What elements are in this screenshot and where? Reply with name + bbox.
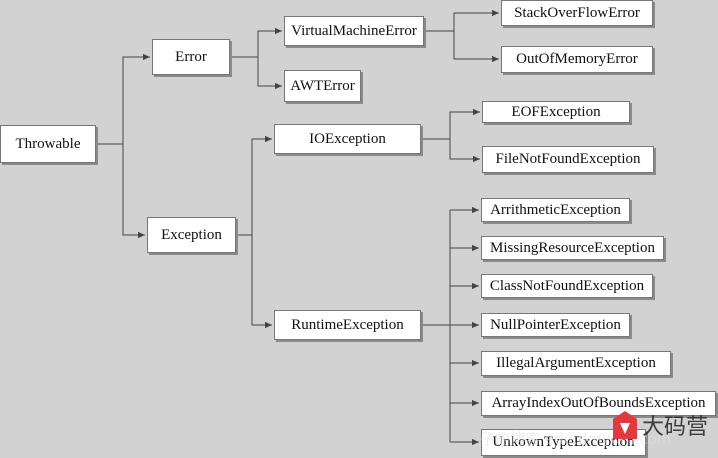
edge-vme-oom bbox=[453, 31, 499, 63]
node-label: NullPointerException bbox=[490, 316, 621, 333]
node-label: EOFException bbox=[511, 103, 601, 120]
node-file-not-found-exception: FileNotFoundException bbox=[482, 146, 654, 173]
node-null-pointer-exception: NullPointerException bbox=[481, 313, 630, 337]
node-exception: Exception bbox=[147, 217, 236, 253]
node-error: Error bbox=[152, 39, 230, 75]
node-illegal-argument-exception: IllegalArgumentException bbox=[481, 351, 671, 376]
node-label: UnkownTypeException bbox=[492, 434, 635, 450]
edge-throwable-error bbox=[96, 53, 150, 145]
node-awt-error: AWTError bbox=[284, 70, 361, 102]
node-array-index-out-of-bounds-exception: ArrayIndexOutOfBoundsException bbox=[481, 391, 716, 416]
node-eof-exception: EOFException bbox=[482, 101, 630, 123]
edge-vme-so bbox=[424, 9, 499, 32]
edge-exception-io bbox=[236, 135, 272, 236]
node-io-exception: IOException bbox=[274, 124, 421, 154]
node-missing-resource-exception: MissingResourceException bbox=[481, 236, 664, 260]
node-unknown-type-exception: UnkownTypeException bbox=[481, 429, 646, 456]
edge-error-vme bbox=[230, 27, 282, 58]
node-label: FileNotFoundException bbox=[495, 151, 641, 167]
node-label: IllegalArgumentException bbox=[496, 355, 656, 371]
node-label: MissingResourceException bbox=[490, 239, 655, 256]
edge-throwable-exception bbox=[122, 144, 145, 239]
node-throwable: Throwable bbox=[0, 125, 96, 163]
node-arithmetic-exception: ArrithmeticException bbox=[481, 198, 630, 222]
edge-io-eof bbox=[421, 108, 480, 140]
node-virtual-machine-error: VirtualMachineError bbox=[284, 16, 424, 46]
node-class-not-found-exception: ClassNotFoundException bbox=[481, 274, 653, 298]
node-runtime-exception: RuntimeException bbox=[274, 310, 421, 340]
node-label: ClassNotFoundException bbox=[489, 277, 645, 294]
node-out-of-memory-error: OutOfMemoryError bbox=[501, 46, 653, 73]
node-label: VirtualMachineError bbox=[291, 22, 417, 39]
edge-exception-rt bbox=[251, 235, 272, 329]
node-label: Error bbox=[175, 48, 207, 65]
node-label: AWTError bbox=[290, 77, 355, 94]
node-label: OutOfMemoryError bbox=[516, 51, 638, 67]
node-label: IOException bbox=[309, 130, 386, 147]
node-label: ArrithmeticException bbox=[490, 201, 621, 218]
node-label: Throwable bbox=[15, 135, 81, 152]
node-label: ArrayIndexOutOfBoundsException bbox=[491, 395, 706, 411]
node-label: RuntimeException bbox=[291, 316, 404, 333]
edge-rt-trunk bbox=[421, 210, 451, 442]
edge-io-fnf bbox=[449, 139, 480, 163]
node-stack-overflow-error: StackOverFlowError bbox=[501, 0, 653, 26]
node-label: Exception bbox=[161, 226, 222, 243]
node-label: StackOverFlowError bbox=[514, 4, 640, 21]
edge-error-awt bbox=[257, 57, 282, 90]
